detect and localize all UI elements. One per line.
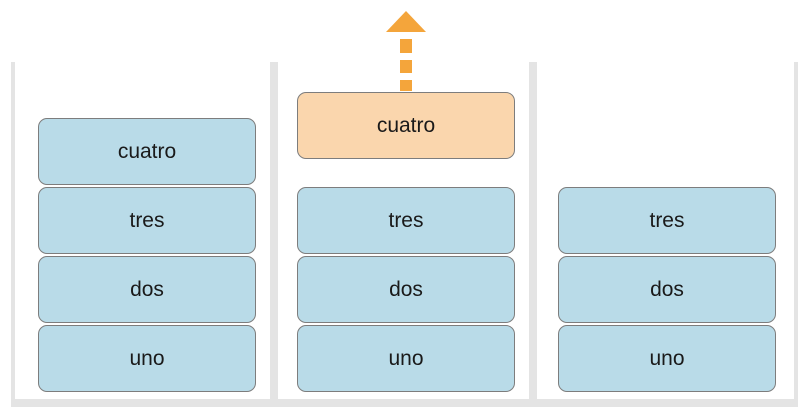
- stack-2-popped-item-cuatro: cuatro: [297, 92, 515, 159]
- frame-bottom-bar: [11, 399, 798, 407]
- frame-right-divider: [794, 62, 798, 402]
- stack-1-item-tres: tres: [38, 187, 256, 254]
- stack-2-item-uno: uno: [297, 325, 515, 392]
- stack-1-item-uno: uno: [38, 325, 256, 392]
- frame-middle-divider-1: [270, 62, 278, 402]
- stack-1-item-dos: dos: [38, 256, 256, 323]
- frame-middle-divider-2: [529, 62, 537, 402]
- stack-1-item-cuatro: cuatro: [38, 118, 256, 185]
- stack-3-item-tres: tres: [558, 187, 776, 254]
- stack-3-item-uno: uno: [558, 325, 776, 392]
- pop-arrow-shape: [386, 11, 426, 91]
- stack-2-item-dos: dos: [297, 256, 515, 323]
- stack-2-item-tres: tres: [297, 187, 515, 254]
- frame-left-divider: [11, 62, 15, 402]
- stack-3-item-dos: dos: [558, 256, 776, 323]
